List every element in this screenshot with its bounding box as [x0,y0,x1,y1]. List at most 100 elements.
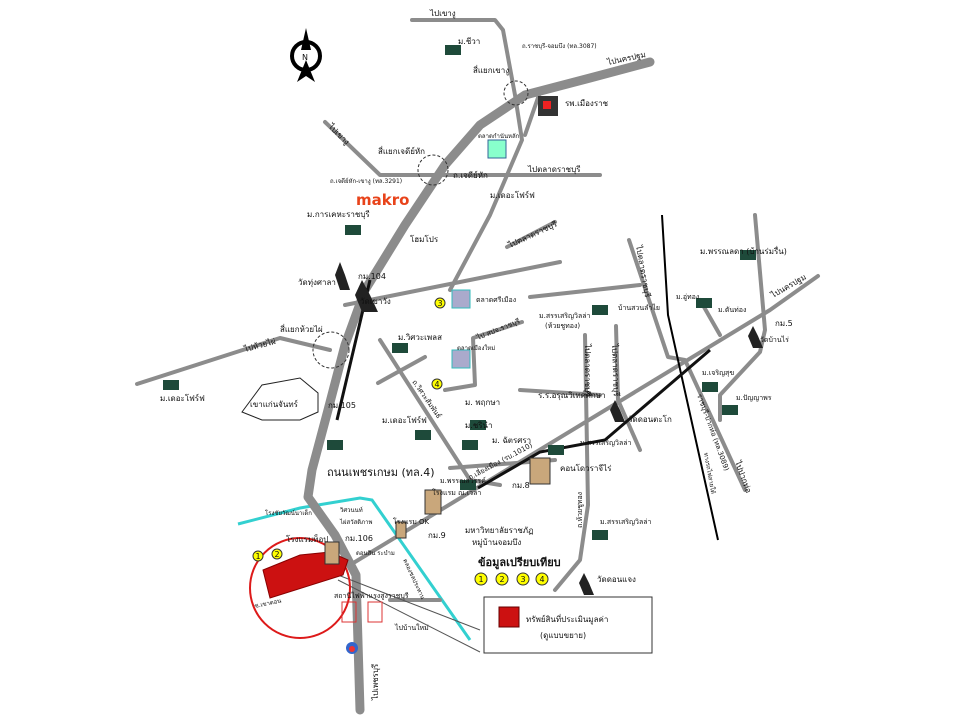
svg-text:ไผ่สวัสดิภาพ: ไผ่สวัสดิภาพ [339,518,372,526]
svg-text:ม.ปัญญาพร: ม.ปัญญาพร [736,394,772,402]
comparison-marker-list: 1 2 3 4 [474,572,549,586]
svg-text:ไป สปจ.ราชบุรี: ไป สปจ.ราชบุรี [474,316,521,342]
bypass-road-1010 [477,348,711,490]
svg-text:ม.พรรณลดา (บ้านร่มรื่น): ม.พรรณลดา (บ้านร่มรื่น) [700,245,787,256]
svg-text:โรงแรม ณ.เวลา: โรงแรม ณ.เวลา [432,488,481,497]
svg-text:ตลาดเมืองใหม่: ตลาดเมืองใหม่ [457,344,495,352]
subject-swatch [498,606,520,628]
svg-text:ตลาดกำนันหลัก: ตลาดกำนันหลัก [478,133,520,140]
svg-text:สี่แยกเขางู: สี่แยกเขางู [473,64,509,76]
svg-text:ไปตลาดราชบุรี: ไปตลาดราชบุรี [506,219,559,250]
svg-text:โรงแรมท็อป: โรงแรมท็อป [286,534,328,544]
svg-text:ม.พรรณสวรรค์: ม.พรรณสวรรค์ [440,477,486,485]
svg-text:วัดเขาวัง: วัดเขาวัง [360,297,391,306]
svg-text:2: 2 [274,550,279,559]
roads [135,18,820,715]
svg-text:ไปเพชรบุรี: ไปเพชรบุรี [371,663,380,701]
svg-text:ไปเขางู: ไปเขางู [429,9,456,19]
svg-text:ม.ชรินำ: ม.ชรินำ [465,421,493,430]
svg-text:1: 1 [255,552,260,561]
svg-text:รพ.เมืองราช: รพ.เมืองราช [565,99,609,108]
comparison-title: ข้อมูลเปรียบเทียบ [478,556,561,570]
svg-text:ตลาดศรีเมือง: ตลาดศรีเมือง [476,296,516,304]
svg-text:ม.เดอะโฟร์ฟ: ม.เดอะโฟร์ฟ [382,415,427,425]
substation-icon [341,601,383,623]
svg-text:วัดดอนตะโก: วัดดอนตะโก [628,414,672,424]
svg-text:สถานีไฟฟ้าแรงสูงราชบุรี: สถานีไฟฟ้าแรงสูงราชบุรี [334,591,409,600]
svg-text:ไปตลาดราชบุรี: ไปตลาดราชบุรี [634,244,652,299]
subject-highlight-circle [249,537,351,639]
svg-text:ไปตลาดราชบุรี: ไปตลาดราชบุรี [583,343,592,397]
svg-text:ม.วิศวะเพลส: ม.วิศวะเพลส [398,333,442,342]
svg-text:ถนนเพชรเกษม (ทล.4): ถนนเพชรเกษม (ทล.4) [327,466,435,479]
svg-text:บ้านสวนลำไย: บ้านสวนลำไย [618,303,660,312]
svg-text:ม.ชีวา: ม.ชีวา [458,37,480,46]
svg-text:ซ.เขาดอน: ซ.เขาดอน [254,597,282,609]
svg-text:ดอนสิน ระบำม: ดอนสิน ระบำม [356,550,395,557]
svg-text:4: 4 [434,380,439,389]
intersection-chedi-hak [417,154,449,186]
svg-text:ม. ฉัตรศรา: ม. ฉัตรศรา [492,436,531,445]
svg-text:หมู่บ้านจอมบึง: หมู่บ้านจอมบึง [472,538,521,548]
svg-text:ม.เจริญสุข: ม.เจริญสุข [702,369,734,377]
svg-text:วัดบ้านไร่: วัดบ้านไร่ [760,335,789,344]
market-icon [451,139,507,369]
svg-text:ม.ตันท่อง: ม.ตันท่อง [718,306,746,314]
comparison-marker-3: 3 [434,297,446,309]
gas-station-icon [346,642,358,654]
svg-text:สี่แยกเจดีย์หัก: สี่แยกเจดีย์หัก [378,145,425,156]
svg-text:ม.สรรเสริญวิลล่า: ม.สรรเสริญวิลล่า [600,518,652,526]
svg-text:คอนโดวราจีไร่: คอนโดวราจีไร่ [560,463,612,473]
temple-icon [335,262,763,595]
khao-nang-chan-outline [241,377,319,421]
svg-text:โรงชัยวัฒน์นาเด็ก: โรงชัยวัฒน์นาเด็ก [265,508,312,517]
hospital-icon [538,96,558,116]
legend-subtext: (ดูแบบขยาย) [540,631,586,641]
intersection-huai-phai [312,331,350,369]
svg-text:ไปปากท่อ: ไปปากท่อ [733,459,753,495]
condo-icon [324,457,551,565]
svg-text:ไปห้วยไผ่: ไปห้วยไผ่ [242,337,277,354]
svg-text:ไปตลาดราชบุรี: ไปตลาดราชบุรี [610,343,621,397]
svg-text:โฮมโปร: โฮมโปร [410,234,439,244]
subject-marker-1: 1 [252,550,264,562]
canal [237,496,472,641]
svg-text:1: 1 [478,575,483,584]
svg-text:ม.เดอะโฟร์ฟ: ม.เดอะโฟร์ฟ [490,190,535,200]
svg-text:ม. พฤกษา: ม. พฤกษา [465,398,500,407]
svg-text:ไปตลาดราชบุรี: ไปตลาดราชบุรี [527,165,581,174]
svg-text:ร.ร.อรุณวิเทศศึกษา: ร.ร.อรุณวิเทศศึกษา [538,391,605,400]
svg-text:2: 2 [499,575,504,584]
svg-text:วัดดอนแจง: วัดดอนแจง [597,575,636,584]
svg-text:กม.9: กม.9 [428,531,446,540]
comparison-marker-4: 4 [431,378,443,390]
svg-text:ม.อู่ทอง: ม.อู่ทอง [676,293,699,301]
svg-text:กม.8: กม.8 [512,481,530,490]
svg-text:วิศวนนท์: วิศวนนท์ [339,506,362,514]
svg-text:ทางรถไฟสายใต้: ทางรถไฟสายใต้ [702,452,717,495]
svg-text:โรงแรม OK: โรงแรม OK [393,517,430,526]
legend-text: ทรัพย์สินที่ประเมินมูลค่า [526,613,608,625]
compass-icon: N [290,28,322,82]
compass-label: N [302,53,308,62]
svg-text:ม.การเคหะราชบุรี: ม.การเคหะราชบุรี [307,210,370,219]
svg-text:มหาวิทยาลัยราชภัฏ: มหาวิทยาลัยราชภัฏ [465,526,533,535]
svg-text:(ห้วยชูทอง): (ห้วยชูทอง) [545,322,580,330]
svg-text:4: 4 [539,575,544,584]
svg-text:สี่แยกห้วยไผ่: สี่แยกห้วยไผ่ [280,323,323,334]
svg-text:ถ.เจดีย์หัก-เขางู (ทล.3291): ถ.เจดีย์หัก-เขางู (ทล.3291) [330,177,402,185]
svg-text:ถ.ห้วยชูทอง: ถ.ห้วยชูทอง [576,492,584,528]
svg-text:ม.เดอะโฟร์ฟ: ม.เดอะโฟร์ฟ [160,393,205,403]
legend-box: ทรัพย์สินที่ประเมินมูลค่า (ดูแบบขยาย) [483,596,653,654]
svg-text:กม.105: กม.105 [328,401,356,410]
svg-text:ม.สรรเสริญวิลล่า: ม.สรรเสริญวิลล่า [580,439,632,447]
svg-text:เขาแก่นจันทร์: เขาแก่นจันทร์ [250,399,299,409]
subject-marker-2: 2 [271,548,283,560]
svg-text:ไปเขางู: ไปเขางู [325,121,351,147]
village-icons [163,45,756,540]
svg-text:กม.104: กม.104 [358,272,386,281]
makro-logo: makro [356,191,409,209]
svg-text:ไปบ้านใหม่: ไปบ้านใหม่ [394,623,429,632]
